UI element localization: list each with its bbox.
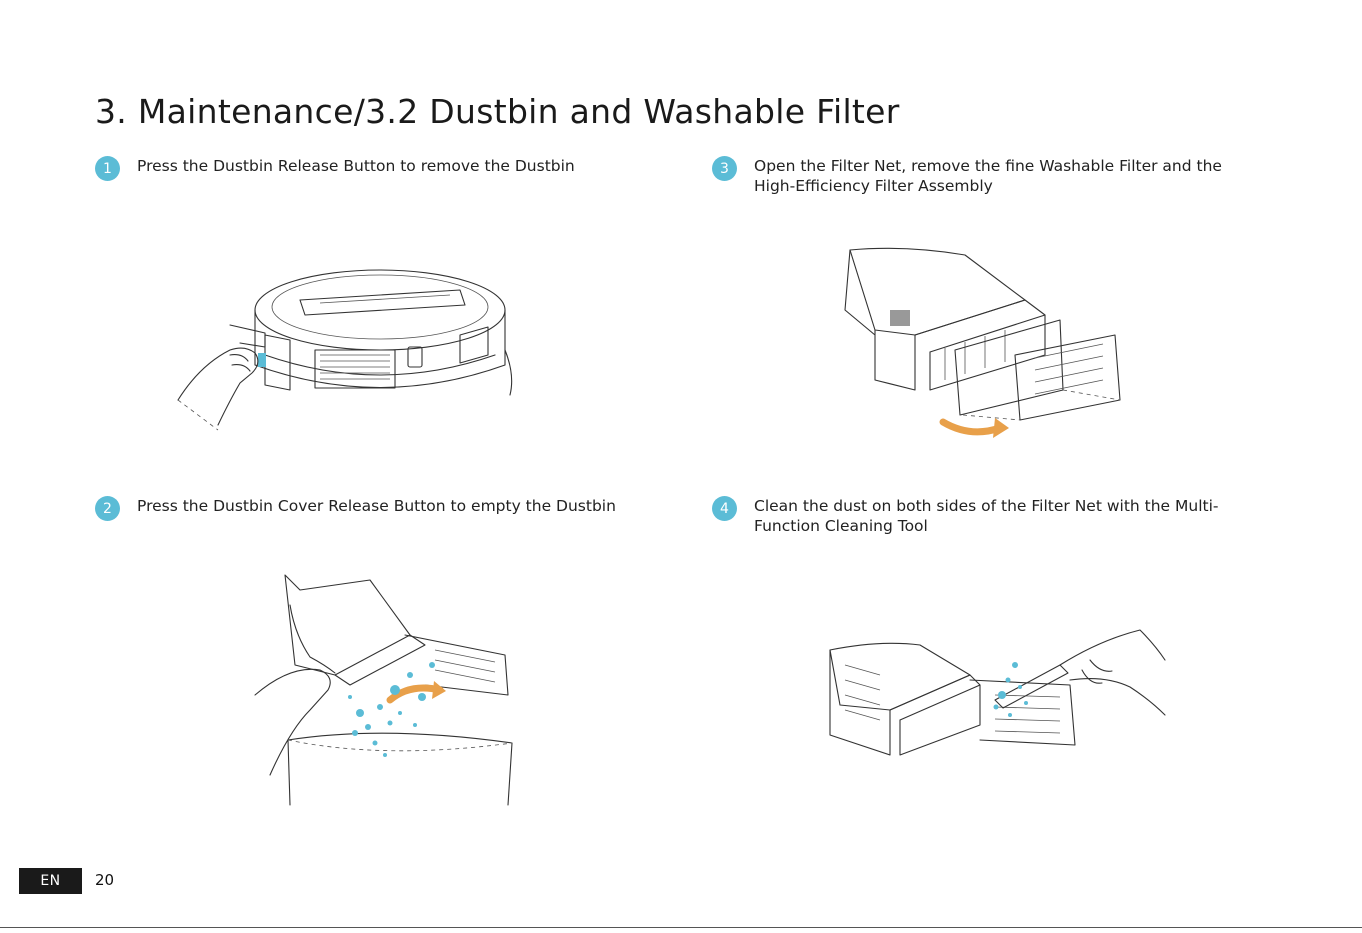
step-number-badge: 3	[712, 156, 737, 181]
step-number-badge: 1	[95, 156, 120, 181]
step-instruction: Press the Dustbin Release Button to remo…	[137, 157, 575, 175]
step-2: 2 Press the Dustbin Cover Release Button…	[95, 496, 650, 521]
filter-cleaning-illustration	[829, 629, 1166, 756]
step-3: 3 Open the Filter Net, remove the fine W…	[712, 156, 1268, 196]
step-4: 4 Clean the dust on both sides of the Fi…	[712, 496, 1268, 536]
page-title: 3. Maintenance/3.2 Dustbin and Washable …	[95, 92, 900, 131]
step-instruction: Open the Filter Net, remove the fine Was…	[754, 157, 1222, 195]
robot-vacuum-dustbin-removal-illustration	[177, 269, 513, 431]
page-number: 20	[95, 871, 115, 889]
step-instruction: Press the Dustbin Cover Release Button t…	[137, 497, 616, 515]
dustbin-emptying-illustration	[254, 574, 513, 806]
step-1: 1 Press the Dustbin Release Button to re…	[95, 156, 655, 181]
language-badge: EN	[19, 868, 82, 894]
step-number-badge: 2	[95, 496, 120, 521]
step-number-badge: 4	[712, 496, 737, 521]
bottom-divider	[0, 927, 1362, 928]
filter-removal-illustration	[844, 247, 1121, 438]
step-instruction: Clean the dust on both sides of the Filt…	[754, 497, 1219, 535]
